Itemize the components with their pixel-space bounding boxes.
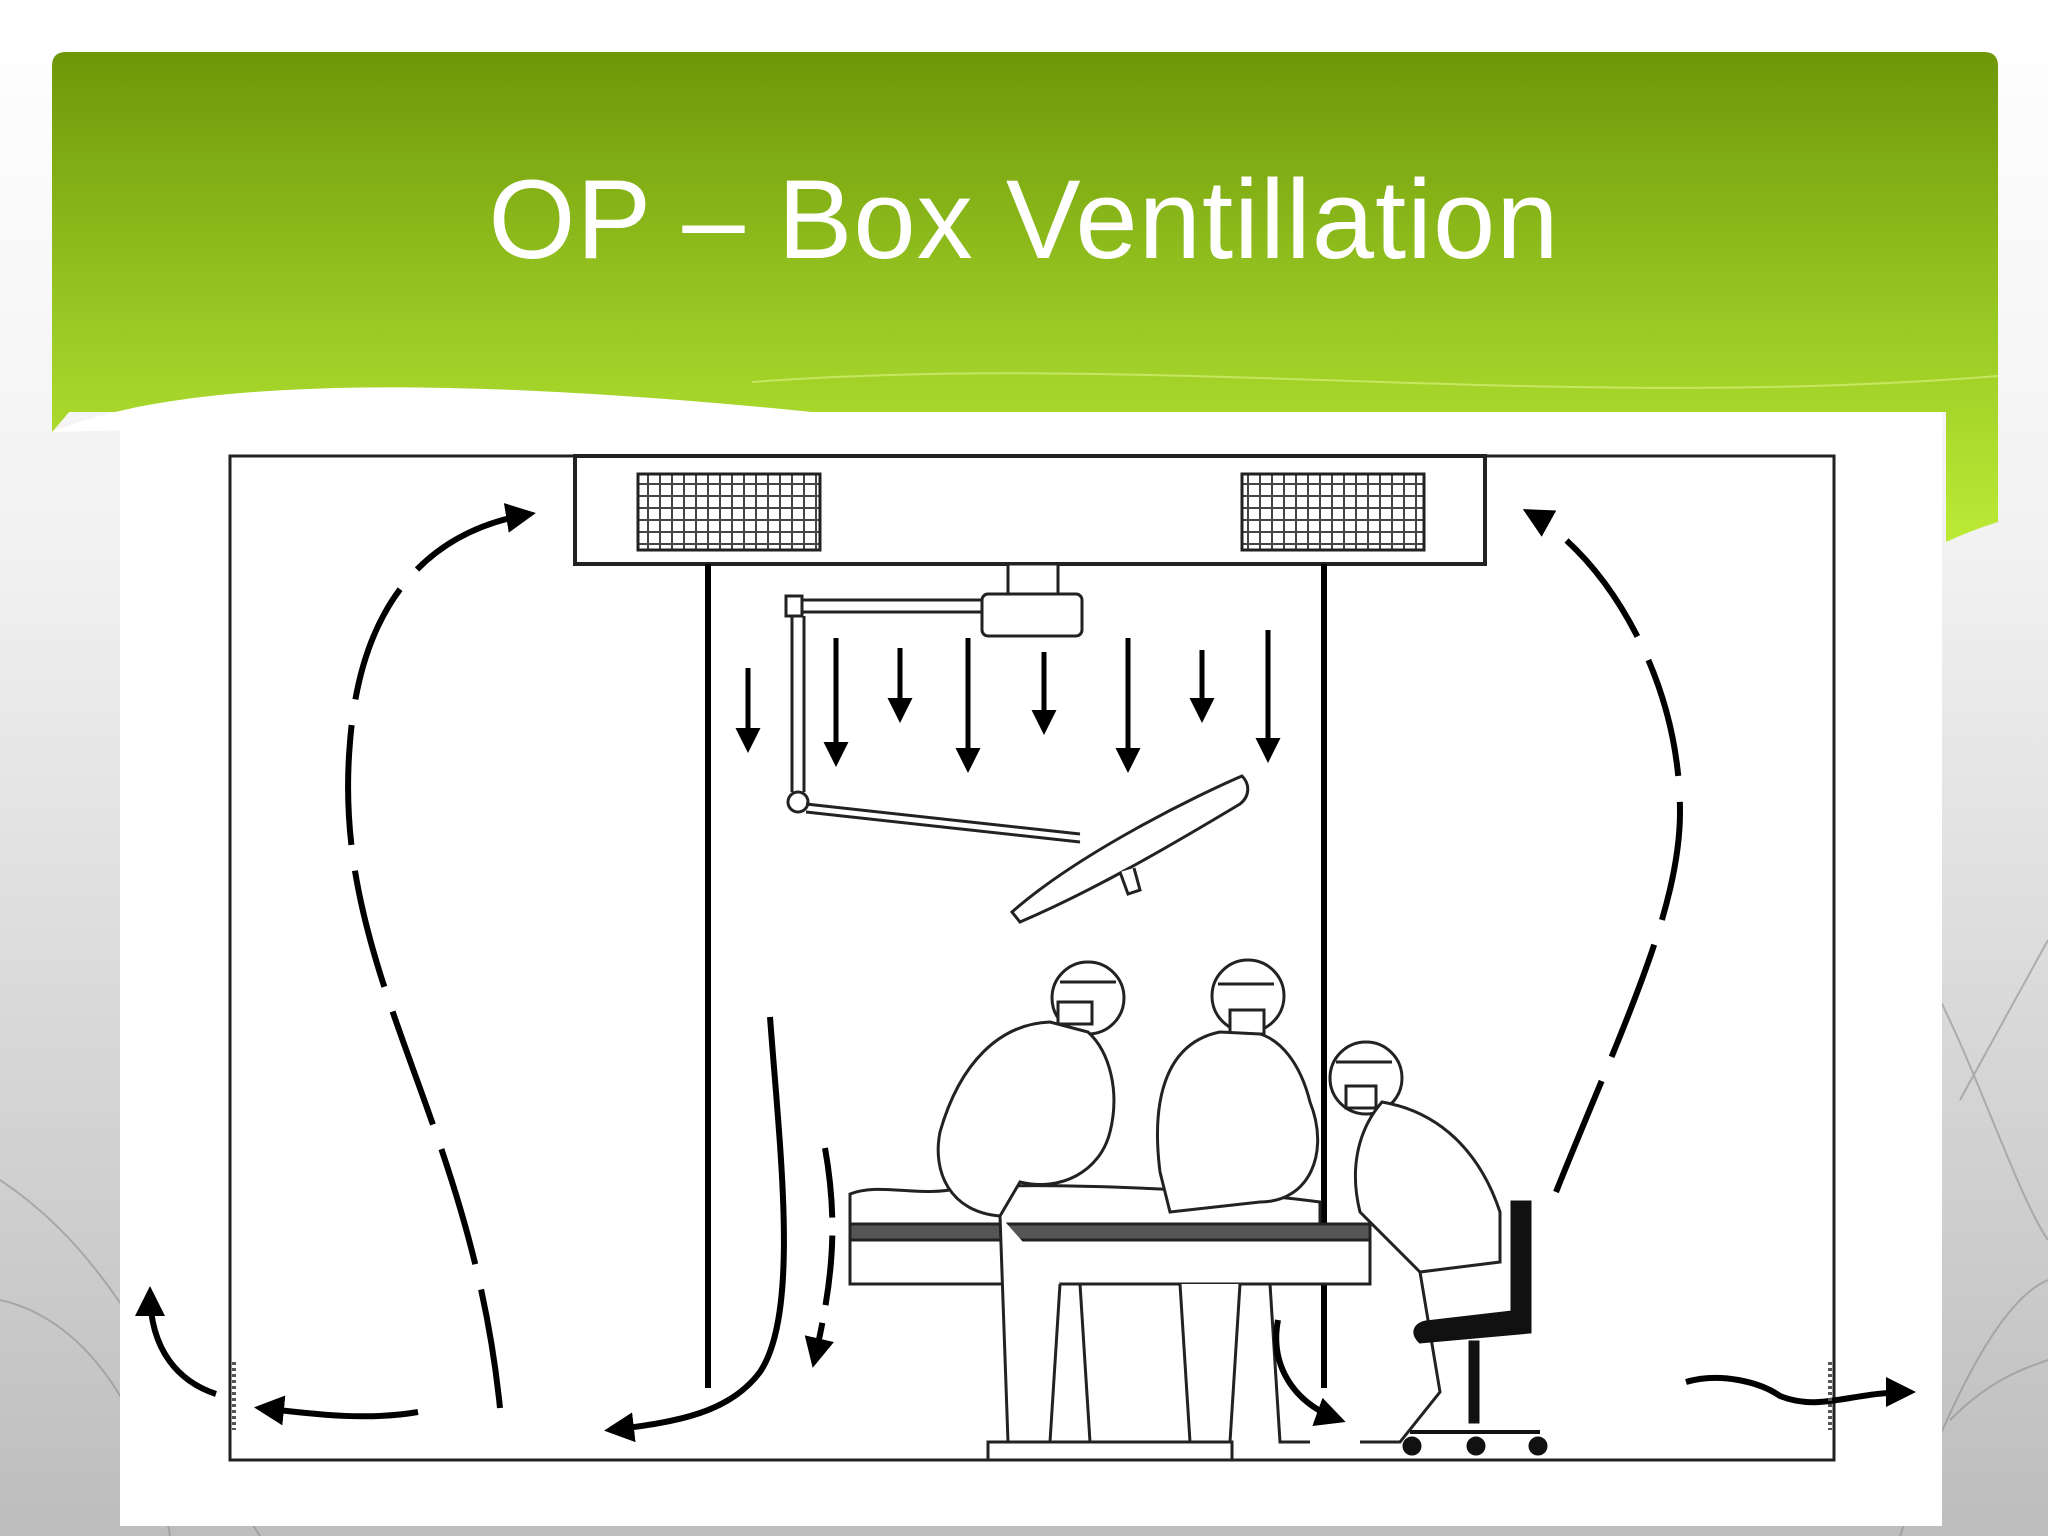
- surgical-lamp-icon: [784, 562, 1250, 924]
- ceiling-filter-grille-icon: [636, 472, 822, 552]
- surgeon-icon: [936, 958, 1502, 1444]
- airflow-arrow-icon: [735, 630, 1281, 773]
- ceiling-filter-grille-icon: [1240, 472, 1426, 552]
- diagram-panel: [120, 412, 1942, 1526]
- slide-title: OP – Box Ventillation: [488, 157, 1560, 282]
- stool-icon: [1402, 1200, 1548, 1456]
- operating-room-diagram: [135, 454, 1916, 1462]
- airflow-arrow-icon: [1273, 509, 1916, 1426]
- airflow-arrow-icon: [135, 503, 836, 1443]
